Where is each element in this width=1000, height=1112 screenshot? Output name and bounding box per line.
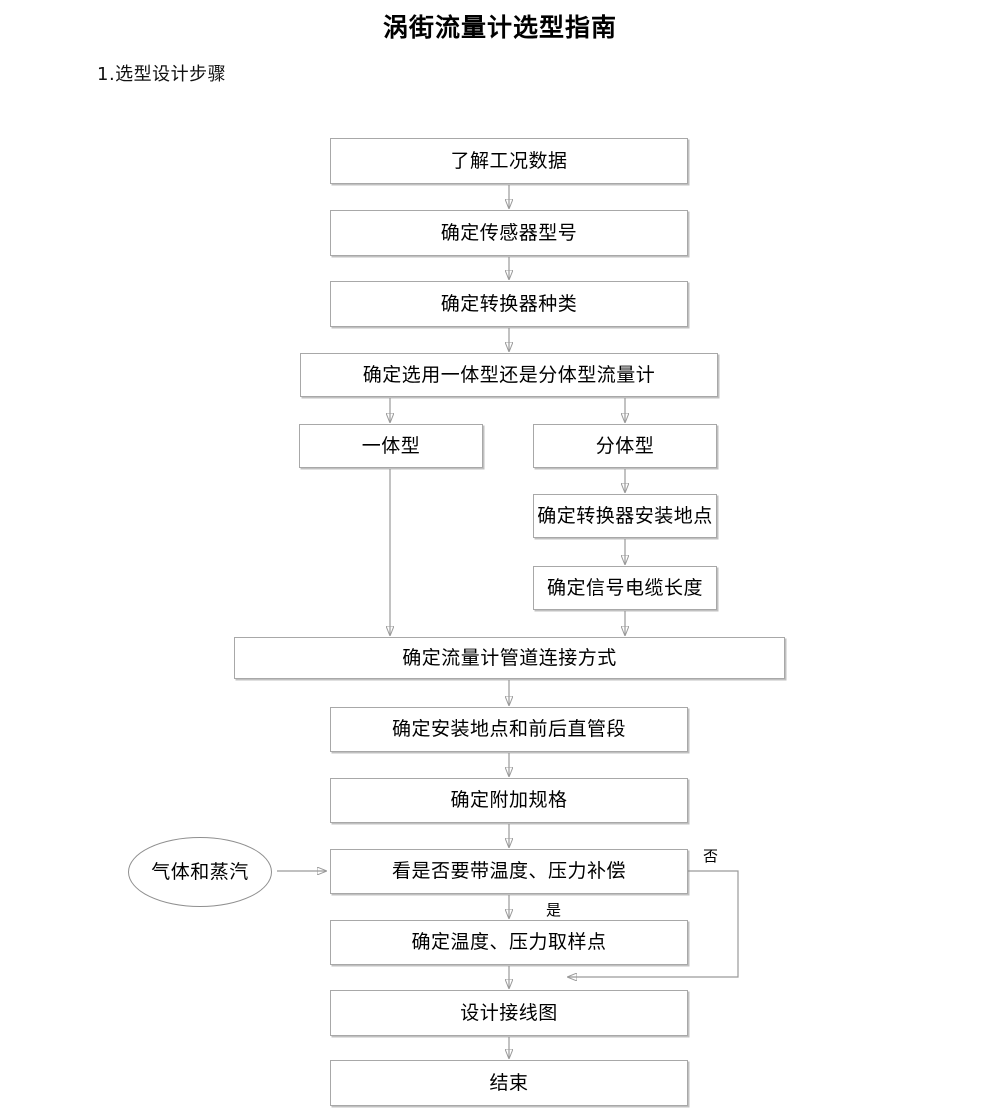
flow-node-n11: 确定附加规格 [330, 778, 688, 823]
flow-node-n12: 气体和蒸汽 [128, 837, 272, 907]
flow-node-label: 结束 [489, 1071, 529, 1094]
flow-node-label: 确定转换器种类 [440, 292, 578, 315]
flow-node-label: 确定信号电缆长度 [546, 576, 703, 599]
flow-node-label: 确定传感器型号 [440, 221, 578, 244]
flow-node-n14: 确定温度、压力取样点 [330, 920, 688, 965]
flow-node-label: 确定安装地点和前后直管段 [391, 718, 626, 740]
edge-label-否: 否 [703, 847, 719, 865]
flow-node-label: 确定转换器安装地点 [537, 504, 713, 527]
section-heading: 1.选型设计步骤 [97, 64, 227, 85]
flow-node-n5: 一体型 [299, 424, 483, 468]
flow-node-label: 确定附加规格 [450, 789, 568, 811]
flow-node-n3: 确定转换器种类 [330, 281, 688, 327]
flow-node-n16: 结束 [330, 1060, 688, 1106]
flow-node-label: 确定选用一体型还是分体型流量计 [362, 363, 656, 386]
flow-node-label: 气体和蒸汽 [151, 860, 249, 883]
flow-node-label: 分体型 [595, 434, 655, 457]
flow-node-label: 确定温度、压力取样点 [411, 931, 607, 953]
flow-node-n13: 看是否要带温度、压力补偿 [330, 849, 688, 894]
flow-node-n7: 确定转换器安装地点 [533, 494, 717, 538]
flow-node-label: 设计接线图 [460, 1001, 558, 1024]
page-title: 涡街流量计选型指南 [382, 13, 617, 42]
flow-node-label: 确定流量计管道连接方式 [402, 646, 617, 669]
flow-node-n10: 确定安装地点和前后直管段 [330, 707, 688, 752]
flow-node-label: 了解工况数据 [450, 149, 568, 172]
edge-label-是: 是 [546, 901, 562, 919]
flow-node-label: 一体型 [361, 434, 421, 457]
flow-node-label: 看是否要带温度、压力补偿 [391, 860, 626, 882]
flow-node-n15: 设计接线图 [330, 990, 688, 1036]
flow-node-n1: 了解工况数据 [330, 138, 688, 184]
flow-node-n4: 确定选用一体型还是分体型流量计 [300, 353, 718, 397]
flow-node-n6: 分体型 [533, 424, 717, 468]
flow-node-n9: 确定流量计管道连接方式 [234, 637, 785, 679]
flow-node-n8: 确定信号电缆长度 [533, 566, 717, 610]
flow-node-n2: 确定传感器型号 [330, 210, 688, 256]
